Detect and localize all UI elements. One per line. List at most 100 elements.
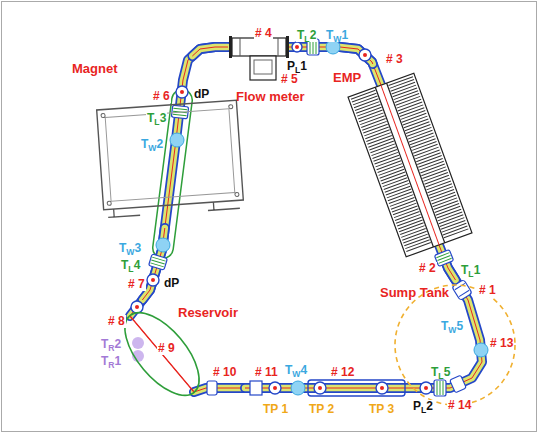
text-subscript: L	[421, 405, 426, 415]
label-slot: # 9	[157, 338, 176, 356]
coupling-body	[207, 381, 217, 395]
wall-thermocouple	[156, 238, 170, 252]
pipe-fluid	[446, 262, 456, 280]
text-part: 4	[301, 363, 308, 377]
text-subscript: L	[438, 371, 443, 381]
label-slot: TP 1	[262, 399, 289, 417]
label-slot: TW1	[325, 25, 349, 43]
pipe-fitting	[147, 274, 159, 286]
fitting-center	[135, 305, 139, 309]
fitting-ring	[376, 382, 388, 394]
magnet-inner	[105, 109, 235, 201]
text-subscript: W	[126, 247, 134, 257]
coupling-body	[452, 280, 472, 301]
label-slot: # 8	[107, 311, 126, 329]
pipe-coupling	[452, 280, 472, 301]
coupling-ribs	[437, 381, 443, 395]
label-slot: TW2	[140, 134, 164, 152]
pressure-sensor	[292, 42, 302, 52]
label-slot: # 6	[152, 86, 171, 104]
pump-coils	[351, 77, 468, 252]
pipe-wall	[130, 47, 381, 316]
pump-block: EMP	[330, 64, 480, 262]
text-part: P	[413, 399, 421, 413]
flow-transmitter-face	[254, 60, 272, 74]
fitting-ring	[176, 86, 188, 98]
label-slot: TR1	[100, 351, 122, 369]
pipe-fluid	[192, 47, 228, 56]
sensor-label: TL4	[120, 259, 141, 272]
text-subscript: W	[292, 369, 300, 379]
fitting-ring	[147, 274, 159, 286]
pipe-wall	[312, 47, 373, 64]
label-slot: TL2	[296, 25, 317, 43]
pipe-wall	[192, 47, 228, 56]
fitting-center	[273, 386, 277, 390]
sump-outline	[395, 285, 515, 405]
label-slot: TW3	[118, 238, 142, 256]
label-slot: # 10	[212, 362, 237, 380]
pipe-connector	[245, 388, 378, 389]
text-part: 2	[310, 28, 317, 42]
text-part: 4	[134, 258, 141, 272]
text-part: T	[285, 363, 292, 377]
text-part: T	[121, 258, 128, 272]
magnet-bolt	[101, 113, 105, 117]
label-slot: # 5	[280, 69, 299, 87]
bellows-coupling	[434, 249, 453, 266]
sensor-label: TL5	[430, 366, 451, 379]
text-subscript: W	[148, 143, 156, 153]
sensor-label: PL1	[286, 60, 308, 73]
callout-number: # 1	[478, 284, 497, 297]
text-part: 1	[342, 28, 349, 42]
pipe-connector	[192, 47, 228, 56]
port-label: TP 1	[262, 403, 289, 416]
pipe-fitting	[176, 86, 188, 98]
wall-thermocouple	[291, 381, 305, 395]
wall-thermocouple	[474, 343, 488, 357]
test-tube	[308, 380, 405, 396]
callout-number: # 13	[489, 337, 514, 350]
fitting-ring	[269, 382, 281, 394]
reservoir-thermocouple	[132, 337, 144, 349]
coupling-body	[434, 249, 453, 266]
text-subscript: R	[108, 343, 114, 353]
label-slot: PL1	[286, 56, 308, 74]
pipe-centerline	[446, 262, 456, 280]
text-part: T	[431, 365, 438, 379]
text-part: P	[287, 59, 295, 73]
callout-number: # 8	[107, 315, 126, 328]
magnet-bolt	[107, 201, 111, 205]
pipe-coupling	[207, 381, 217, 395]
sensor-label: dP	[163, 277, 180, 290]
label-slot: # 12	[330, 362, 355, 380]
coupling-body	[450, 375, 467, 393]
text-part: 1	[300, 59, 307, 73]
text-subscript: W	[448, 325, 456, 335]
sensor-label: dP	[193, 88, 210, 101]
wall-thermocouple	[170, 133, 184, 147]
callout-number: # 3	[385, 53, 404, 66]
fitting-center	[380, 386, 384, 390]
callout-number: # 10	[212, 366, 237, 379]
reservoir-centerline	[130, 316, 194, 392]
label-slot: TL3	[146, 108, 167, 126]
text-subscript: L	[154, 117, 159, 127]
magnet-bolt	[235, 192, 239, 196]
fitting-center	[295, 45, 299, 49]
label-slot: TW4	[284, 360, 308, 378]
fitting-center	[424, 386, 428, 390]
magnet-body	[97, 100, 244, 218]
label-slot: dP	[193, 84, 210, 102]
text-part: 1	[474, 263, 481, 277]
text-part: 5	[444, 365, 451, 379]
callout-number: # 12	[330, 366, 355, 379]
flow-detail	[240, 38, 278, 56]
text-subscript: R	[108, 360, 114, 370]
magnet-feet	[108, 200, 240, 217]
pipe-wall	[245, 383, 378, 393]
fitting-center	[318, 386, 322, 390]
fitting-center	[363, 53, 367, 57]
